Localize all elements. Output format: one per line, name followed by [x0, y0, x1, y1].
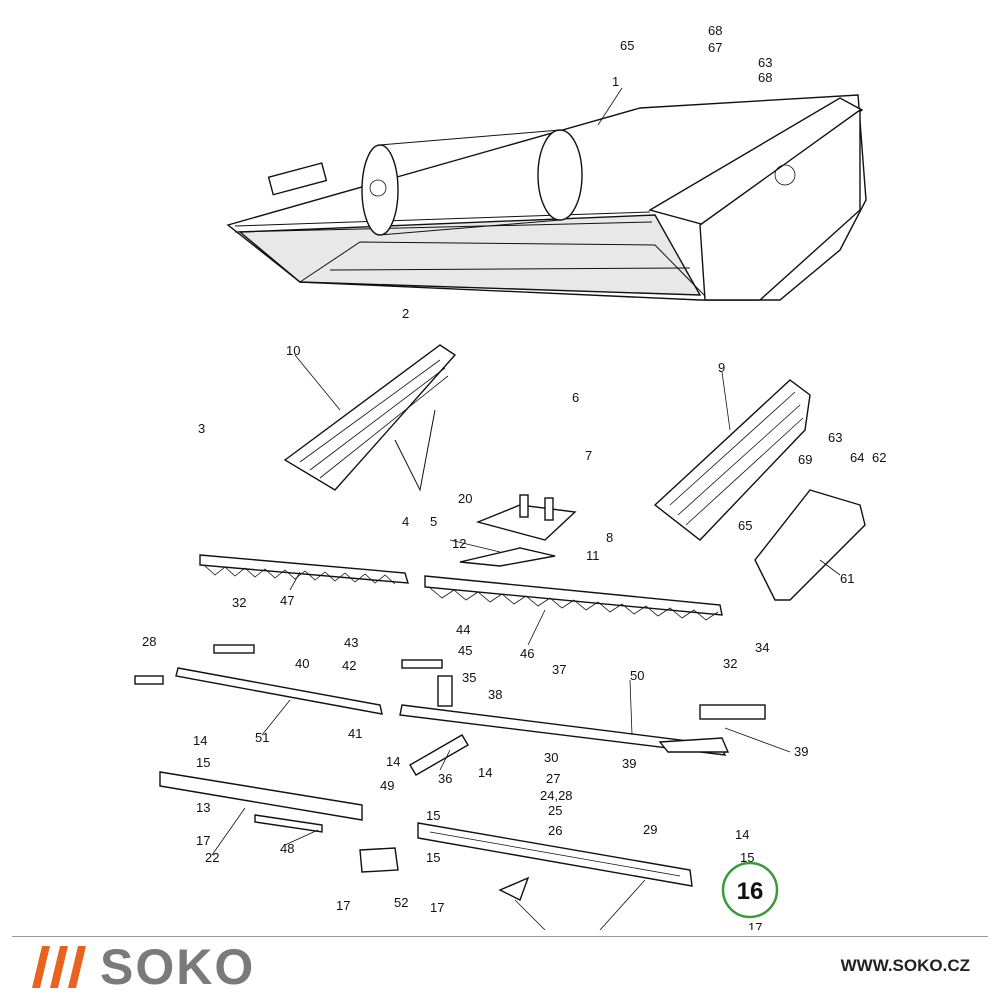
lever-36: [409, 734, 469, 776]
callout-41: 41: [348, 726, 362, 741]
footer-divider: [12, 936, 988, 937]
callout-65b: 65: [738, 518, 752, 533]
callout-49: 49: [380, 778, 394, 793]
callout-39b: 39: [622, 756, 636, 771]
callout-6: 6: [572, 390, 579, 405]
callout-62: 62: [872, 450, 886, 465]
callout-1: 1: [612, 74, 619, 89]
main-frame: [226, 94, 867, 301]
callout-38: 38: [488, 687, 502, 702]
callout-64: 64: [850, 450, 864, 465]
callout-10: 10: [286, 343, 300, 358]
callout-39a: 39: [794, 744, 808, 759]
callout-32b: 32: [723, 656, 737, 671]
side-shield-right: [653, 379, 811, 541]
callout-labels: 1 2 3 4 5 6 7 8 9 10 11 12 13 14 14 14 1…: [142, 23, 886, 930]
callout-61: 61: [840, 571, 854, 586]
callout-20: 20: [458, 491, 472, 506]
callout-40: 40: [295, 656, 309, 671]
callout-47: 47: [280, 593, 294, 608]
callout-14b: 14: [386, 754, 400, 769]
callout-14c: 14: [478, 765, 492, 780]
callout-45: 45: [458, 643, 472, 658]
leader-lines: [211, 87, 841, 930]
callout-11: 11: [586, 548, 600, 563]
callout-14d: 14: [735, 827, 749, 842]
callout-63b: 63: [828, 430, 842, 445]
soko-stripes-icon: [32, 946, 86, 988]
callout-15b: 15: [426, 808, 440, 823]
callout-34: 34: [755, 640, 769, 655]
clamp-32-right: [699, 704, 766, 720]
callout-3: 3: [198, 421, 205, 436]
knife-section-51: [175, 667, 383, 715]
callout-13: 13: [196, 800, 210, 815]
callout-2: 2: [402, 306, 409, 321]
callout-8: 8: [606, 530, 613, 545]
callout-25: 25: [548, 803, 562, 818]
callout-52: 52: [394, 895, 408, 910]
callout-15d: 15: [740, 850, 754, 865]
exploded-parts-diagram: 1 2 3 4 5 6 7 8 9 10 11 12 13 14 14 14 1…: [134, 23, 886, 930]
callout-44: 44: [456, 622, 470, 637]
callout-65a: 65: [620, 38, 634, 53]
callout-28: 28: [142, 634, 156, 649]
callout-68a: 68: [708, 23, 722, 38]
guide-35: [437, 675, 453, 707]
callout-27: 27: [546, 771, 560, 786]
callout-69: 69: [798, 452, 812, 467]
callout-35: 35: [462, 670, 476, 685]
plate-28: [134, 675, 164, 685]
callout-63a: 63: [758, 55, 772, 70]
callout-37: 37: [552, 662, 566, 677]
callout-17d: 17: [748, 920, 762, 930]
callout-32a: 32: [232, 595, 246, 610]
cover-plate: [754, 489, 866, 601]
callout-22: 22: [205, 850, 219, 865]
callout-14a: 14: [193, 733, 207, 748]
guide-bracket: [459, 494, 577, 567]
knife-guard-bar-47: [199, 554, 409, 585]
knife-head: [498, 876, 530, 901]
callout-26: 26: [548, 823, 562, 838]
clamp-32-left: [213, 644, 255, 654]
knife-guard-bar-46: [424, 575, 723, 621]
callout-4: 4: [402, 514, 409, 529]
brand-logo: SOKO: [26, 938, 255, 996]
callout-42: 42: [342, 658, 356, 673]
callout-50: 50: [630, 668, 644, 683]
clamp-45: [401, 659, 443, 669]
callout-15a: 15: [196, 755, 210, 770]
callout-12: 12: [452, 536, 466, 551]
website-link[interactable]: WWW.SOKO.CZ: [840, 956, 970, 975]
callout-29: 29: [643, 822, 657, 837]
side-shield-left: [283, 344, 457, 492]
callout-15c: 15: [426, 850, 440, 865]
bracket-52: [359, 847, 399, 873]
cutter-bar-22: [159, 771, 363, 833]
callout-68b: 68: [758, 70, 772, 85]
callout-7: 7: [585, 448, 592, 463]
knife-section-50: [399, 704, 730, 756]
callout-43: 43: [344, 635, 358, 650]
callout-36: 36: [438, 771, 452, 786]
callout-17a: 17: [196, 833, 210, 848]
callout-17b: 17: [336, 898, 350, 913]
callout-46: 46: [520, 646, 534, 661]
callout-17c: 17: [430, 900, 444, 915]
brand-name: SOKO: [100, 939, 256, 995]
callout-9: 9: [718, 360, 725, 375]
callout-51: 51: [255, 730, 269, 745]
callout-2428: 24,28: [540, 788, 573, 803]
highlight-callout-16: 16: [721, 861, 779, 919]
callout-30: 30: [544, 750, 558, 765]
highlight-label: 16: [737, 878, 764, 905]
callout-48: 48: [280, 841, 294, 856]
cutter-bar-16: [417, 822, 693, 887]
callout-67: 67: [708, 40, 722, 55]
callout-5: 5: [430, 514, 437, 529]
